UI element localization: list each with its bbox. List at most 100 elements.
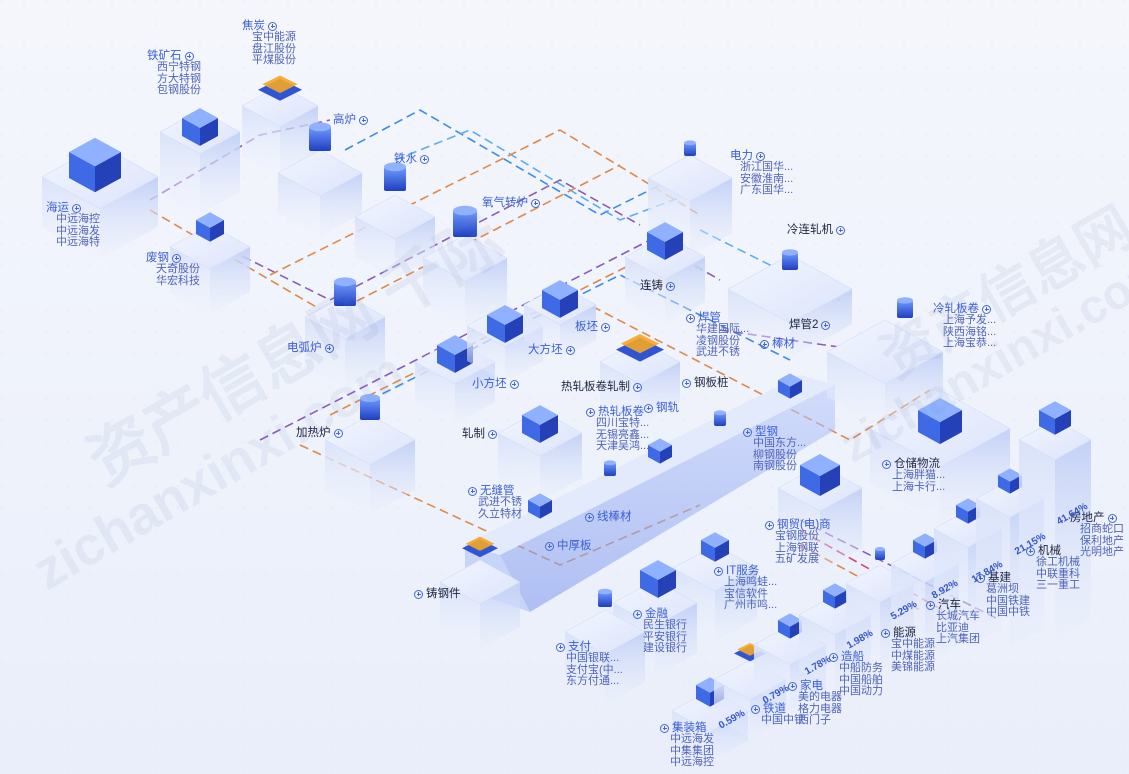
- company-link[interactable]: 上海宝恭...: [943, 337, 997, 349]
- expand-icon[interactable]: [666, 281, 675, 291]
- node-bangcai[interactable]: 棒材: [760, 338, 795, 350]
- expand-icon[interactable]: [184, 51, 194, 61]
- expand-icon[interactable]: [821, 320, 831, 330]
- node-feigang[interactable]: 废钢天奇股份华宏科技: [146, 252, 200, 287]
- node-lengliangzhaji[interactable]: 冷连轧机: [787, 224, 845, 236]
- company-link[interactable]: 西宁特钢: [157, 61, 201, 73]
- node-dafangpi[interactable]: 大方坯: [528, 344, 575, 356]
- company-link[interactable]: 中国中铁: [986, 606, 1030, 618]
- expand-icon[interactable]: [982, 304, 991, 314]
- node-hanguan2[interactable]: 焊管2: [789, 319, 831, 331]
- company-link[interactable]: 天津吴鸿...: [596, 440, 650, 452]
- company-link[interactable]: 四川宝特...: [596, 417, 650, 429]
- scrap-steel-icon[interactable]: [196, 212, 224, 242]
- expand-icon[interactable]: [760, 339, 769, 349]
- company-link[interactable]: 西门子: [798, 714, 831, 726]
- company-link[interactable]: 中远海发: [670, 733, 714, 745]
- company-link[interactable]: 宝信软件: [724, 587, 768, 600]
- expand-icon[interactable]: [686, 313, 695, 323]
- company-link[interactable]: 无锡亮鑫...: [596, 428, 650, 441]
- company-link[interactable]: 中集集团: [670, 744, 714, 757]
- coal-pile-icon[interactable]: [258, 75, 302, 101]
- node-xinggang[interactable]: 型钢中国东方...柳钢股份南钢股份: [743, 426, 806, 473]
- company-link[interactable]: 久立特材: [478, 507, 522, 520]
- company-link[interactable]: 民生银行: [643, 619, 687, 631]
- node-gangbanzhuang[interactable]: 钢板桩: [682, 377, 729, 389]
- company-link[interactable]: 美锦能源: [891, 661, 935, 673]
- expand-icon[interactable]: [660, 723, 669, 733]
- company-link[interactable]: 中远海特: [56, 236, 100, 248]
- node-zaochuan[interactable]: 造船中船防务中国船舶中国动力: [829, 651, 883, 698]
- company-link[interactable]: 华建国际...: [696, 323, 750, 335]
- chip-icon[interactable]: [616, 334, 664, 362]
- expand-icon[interactable]: [765, 520, 774, 530]
- company-link[interactable]: 安徽淮南...: [740, 172, 794, 185]
- company-link[interactable]: 中国中铁: [761, 714, 805, 726]
- company-link[interactable]: 上海钢联: [775, 541, 819, 554]
- company-link[interactable]: 中远海发: [56, 224, 100, 237]
- office-building-icon[interactable]: [800, 454, 840, 496]
- expand-icon[interactable]: [268, 21, 277, 31]
- node-qiche[interactable]: 汽车长城汽车比亚迪上汽集团: [926, 599, 980, 646]
- rolling-mill-icon[interactable]: [782, 249, 798, 270]
- company-link[interactable]: 葛洲坝: [986, 583, 1019, 595]
- expand-icon[interactable]: [586, 407, 595, 417]
- expand-icon[interactable]: [881, 628, 890, 638]
- company-link[interactable]: 凌钢股份: [696, 334, 740, 347]
- expand-icon[interactable]: [1026, 546, 1035, 556]
- node-gangmao[interactable]: 钢贸(电)商宝钢股份上海钢联五矿发展: [765, 519, 831, 566]
- company-link[interactable]: 浙江国华...: [740, 161, 794, 173]
- arc-furnace-icon[interactable]: [334, 277, 356, 306]
- node-yangqi[interactable]: 氧气转炉: [482, 197, 540, 209]
- company-link[interactable]: 徐工机械: [1036, 556, 1080, 568]
- company-link[interactable]: 武进不锈: [696, 346, 740, 358]
- node-cangchu[interactable]: 仓储物流上海胖猫...上海卡行...: [882, 458, 945, 493]
- slab-icon[interactable]: [542, 280, 578, 318]
- expand-icon[interactable]: [976, 573, 985, 583]
- expand-icon[interactable]: [585, 512, 594, 522]
- expand-icon[interactable]: [743, 427, 752, 437]
- expand-icon[interactable]: [633, 609, 642, 619]
- company-link[interactable]: 宝中能源: [252, 31, 296, 43]
- company-link[interactable]: 广东国华...: [740, 184, 794, 196]
- company-link[interactable]: 中国东方...: [753, 437, 807, 449]
- node-lianzhu[interactable]: 连铸: [640, 280, 675, 292]
- node-zhifu[interactable]: 支付中国银联...支付宝(中...东方付通...: [556, 641, 623, 688]
- expand-icon[interactable]: [1107, 513, 1117, 523]
- company-link[interactable]: 长城汽车: [936, 610, 980, 622]
- node-gangui[interactable]: 钢轨: [644, 402, 679, 414]
- company-link[interactable]: 包钢股份: [157, 84, 201, 96]
- pipe-icon[interactable]: [897, 297, 913, 318]
- wind-turbine-icon[interactable]: [875, 547, 885, 560]
- company-link[interactable]: 方大特钢: [157, 72, 201, 85]
- company-link[interactable]: 中国铁建: [986, 594, 1030, 607]
- expand-icon[interactable]: [565, 345, 575, 355]
- cargo-ship-icon[interactable]: [823, 583, 847, 609]
- company-link[interactable]: 陕西海铭...: [943, 325, 997, 338]
- wind-turbine-icon[interactable]: [684, 140, 696, 156]
- company-link[interactable]: 中国动力: [839, 685, 883, 697]
- company-link[interactable]: 上海予发...: [943, 314, 997, 326]
- expand-icon[interactable]: [926, 600, 935, 610]
- office-building-icon[interactable]: [1039, 401, 1071, 435]
- ore-cubes-icon[interactable]: [182, 108, 218, 146]
- company-link[interactable]: 三一重工: [1036, 579, 1080, 591]
- expand-icon[interactable]: [509, 379, 519, 389]
- node-jijian[interactable]: 基建葛洲坝中国铁建中国中铁: [976, 572, 1030, 619]
- expand-icon[interactable]: [414, 589, 423, 599]
- company-link[interactable]: 保利地产: [1080, 534, 1124, 547]
- company-link[interactable]: 武进不锈: [478, 496, 522, 508]
- node-xianbang[interactable]: 线棒材: [585, 511, 632, 523]
- expand-icon[interactable]: [172, 253, 181, 263]
- node-tieshui[interactable]: 铁水: [394, 153, 429, 165]
- expand-icon[interactable]: [829, 652, 838, 662]
- expand-icon[interactable]: [359, 115, 368, 125]
- company-link[interactable]: 中国船舶: [839, 673, 883, 686]
- molten-iron-icon[interactable]: [384, 162, 406, 191]
- company-link[interactable]: 美的电器: [798, 691, 842, 703]
- company-link[interactable]: 五矿发展: [775, 553, 819, 565]
- node-zhonghouban[interactable]: 中厚板: [545, 540, 592, 552]
- node-dianhulu[interactable]: 电弧炉: [287, 342, 334, 354]
- node-rezhabanjuan-zhazhi[interactable]: 热轧板卷轧制: [561, 381, 642, 393]
- blast-furnace-icon[interactable]: [309, 122, 331, 151]
